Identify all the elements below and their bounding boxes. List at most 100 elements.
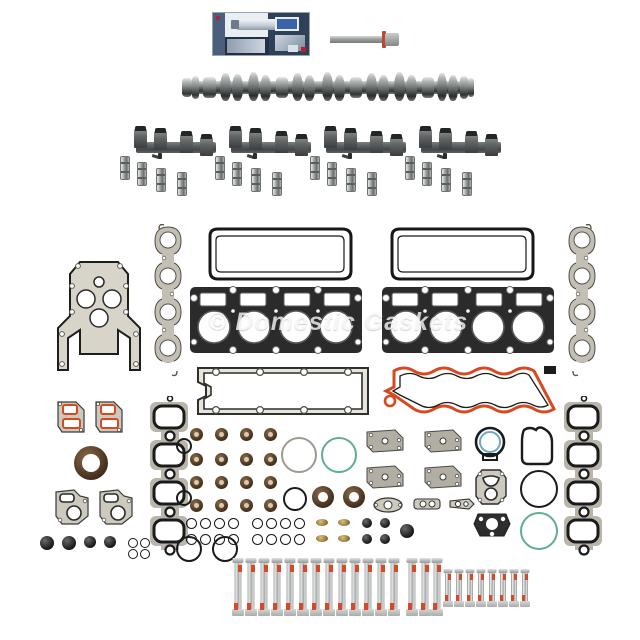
freeze-plug [104,536,116,548]
o-ring-medium [176,536,202,562]
exhaust-manifold-gasket-left [150,223,186,378]
camshaft-seal [343,486,365,508]
hydraulic-roller-lifter [346,168,356,192]
head-bolt-short-group [443,569,533,611]
knock-sensor-gasket [365,464,405,490]
small-parts-row [186,518,446,554]
lifter-guide-tray [132,126,218,158]
head-bolt-long [388,558,400,616]
cylinder-head-gasket-right [380,284,556,356]
water-pump-housing-gasket [470,466,512,508]
freeze-plug [40,536,54,550]
head-bolt-long-group [232,558,443,618]
rtv-sealant-packet [212,12,310,56]
camshaft [182,64,474,112]
head-bolt-long [310,558,322,616]
coil-bracket-gasket [96,486,138,528]
head-bolt-short [443,569,453,607]
hydraulic-roller-lifter [462,172,472,196]
hydraulic-roller-lifter [177,172,187,196]
camshaft-seal [312,486,334,508]
head-bolt-long [375,558,387,616]
hydraulic-roller-lifter [215,156,225,180]
freeze-plug [62,536,76,550]
o-ring [176,438,192,454]
o-ring-large-silver [281,437,317,473]
head-bolt-long [245,558,257,616]
oil-passage-gasket [413,497,441,511]
head-bolt-long [232,558,244,616]
hydraulic-roller-lifter [232,162,242,186]
head-bolt-long [284,558,296,616]
o-ring-small [140,538,150,548]
hydraulic-roller-lifter [367,172,377,196]
head-bolt-short [454,569,464,607]
head-bolt-short [498,569,508,607]
hydraulic-roller-lifter [422,162,432,186]
hydraulic-roller-lifter [272,172,282,196]
valve-cover-gasket-steel [192,362,374,420]
valley-cover-seal-left [200,226,360,282]
head-bolt-long [336,558,348,616]
freeze-plug [84,536,96,548]
cylinder-head-gasket-left [188,284,364,356]
o-ring-green-large [520,512,558,550]
head-bolt-long [323,558,335,616]
o-ring-small [140,549,150,559]
head-bolt-long [271,558,283,616]
lifter-guide-tray [417,126,503,158]
knock-sensor-gasket [423,464,463,490]
head-bolt-long [258,558,270,616]
exhaust-manifold-gasket-right [564,223,600,378]
head-bolt-long [431,558,443,616]
lifter-tray-bolt [436,152,447,160]
head-bolt-short [487,569,497,607]
hydraulic-roller-lifter [405,156,415,180]
lifter-guide-tray [322,126,408,158]
lifter-tray-bolt [246,152,257,160]
intake-manifold-gasket-left [144,395,196,556]
flange-bolt [330,30,402,48]
lifter-tray-bolt [151,152,162,160]
head-bolt-short [520,569,530,607]
crankshaft-front-seal [74,446,108,480]
o-ring [176,490,192,506]
head-bolt-long [349,558,361,616]
lifter-guide-tray [227,126,313,158]
oil-cooler-gasket [449,497,475,511]
hydraulic-roller-lifter [441,168,451,192]
head-bolt-long [297,558,309,616]
hydraulic-roller-lifter [327,162,337,186]
water-pump-gasket [92,398,126,436]
intake-manifold-gasket-right [558,395,610,556]
valve-stem-seal-grid [190,428,282,514]
head-bolt-short [509,569,519,607]
o-ring-small [128,549,138,559]
lifter-tray-bolt [341,152,352,160]
o-ring-small-black [283,487,307,511]
knock-sensor-gasket [423,428,463,454]
thermostat-housing-gasket [472,426,508,462]
timing-cover-gasket [44,254,154,376]
egr-tube-gasket [373,497,403,513]
coil-bracket-gasket [52,486,94,528]
o-ring-medium [212,536,238,562]
hydraulic-roller-lifter [251,168,261,192]
hydraulic-roller-lifter [310,156,320,180]
valley-cover-seal-right [382,226,542,282]
oil-pump-gasket [472,510,512,540]
hydraulic-roller-lifter [137,162,147,186]
o-ring-large [520,470,558,508]
o-ring-small [128,538,138,548]
head-bolt-short [465,569,475,607]
head-bolt-long [419,558,431,616]
valve-cover-gasket-silicone [380,362,560,420]
knock-sensor-gasket [365,428,405,454]
head-bolt-long [406,558,418,616]
o-ring-large-green [321,437,357,473]
head-bolt-short [476,569,486,607]
water-pump-gasket [54,398,88,436]
cover-seal-outline [516,424,558,466]
head-bolt-long [362,558,374,616]
